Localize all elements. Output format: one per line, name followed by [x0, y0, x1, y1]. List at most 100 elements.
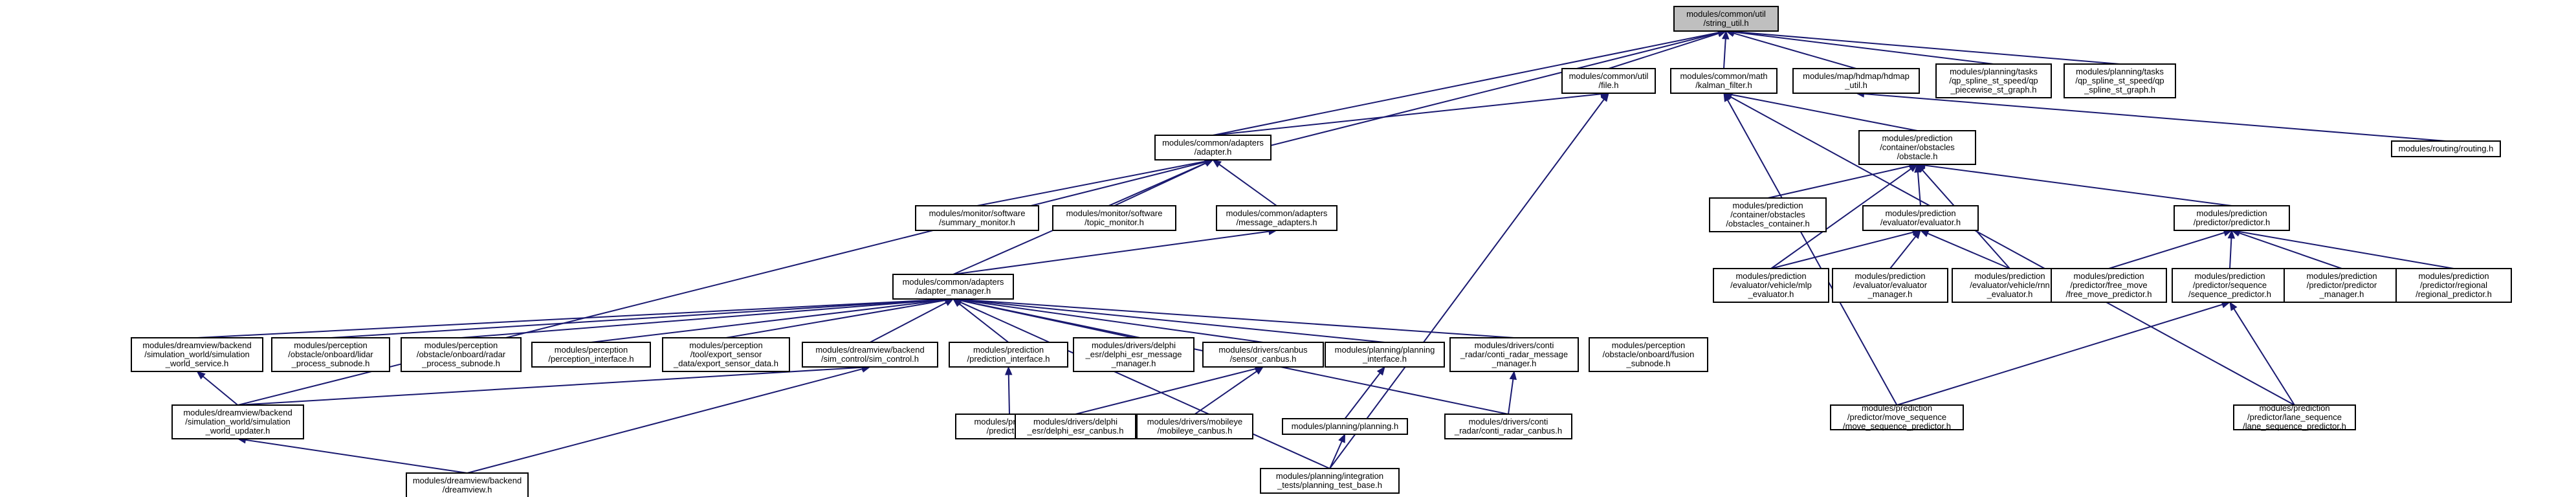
node-qp_piecewise[interactable]: modules/planning/tasks/qp_spline_st_spee… — [1935, 63, 2052, 98]
edges-layer — [196, 28, 2454, 474]
node-evaluator[interactable]: modules/prediction/evaluator/evaluator.h — [1862, 205, 1979, 231]
node-label-line: _world_updater.h — [205, 426, 270, 436]
node-file[interactable]: modules/common/util/file.h — [1561, 68, 1656, 94]
edge-summary_monitor-to-adapter — [976, 160, 1205, 206]
node-label-line: /simulation_world/simulation — [185, 417, 291, 426]
node-topic_monitor[interactable]: modules/monitor/software/topic_monitor.h — [1052, 205, 1176, 231]
edge-adapter_manager-to-message_adapters — [952, 230, 1270, 275]
node-label-line: /obstacle/onboard/fusion — [1603, 349, 1695, 359]
node-adapter[interactable]: modules/common/adapters/adapter.h — [1154, 135, 1271, 160]
node-sim_world_service[interactable]: modules/dreamview/backend/simulation_wor… — [131, 337, 263, 372]
node-delphi_manager[interactable]: modules/drivers/delphi_esr/delphi_esr_me… — [1073, 337, 1194, 372]
node-label-line: modules/prediction — [2196, 208, 2267, 218]
node-routing[interactable]: modules/routing/routing.h — [2391, 140, 2501, 157]
node-free_move[interactable]: modules/prediction/predictor/free_move/f… — [2051, 268, 2167, 303]
arrowhead-sim_world_updater-to-sim_world_service — [196, 371, 206, 380]
node-predictor[interactable]: modules/prediction/predictor/predictor.h — [2174, 205, 2290, 231]
node-label-line: modules/prediction — [1735, 271, 1806, 281]
node-prediction_interface[interactable]: modules/prediction/prediction_interface.… — [949, 342, 1068, 368]
node-mlp_evaluator[interactable]: modules/prediction/evaluator/vehicle/mlp… — [1713, 268, 1829, 303]
node-label-line: /evaluator/evaluator.h — [1880, 217, 1961, 227]
edge-delphi_canbus-to-sensor_canbus — [1075, 368, 1256, 415]
node-label-line: modules/prediction — [2073, 271, 2144, 281]
node-radar_subnode[interactable]: modules/perception/obstacle/onboard/rada… — [401, 337, 522, 372]
node-string_util[interactable]: modules/common/util/string_util.h — [1673, 6, 1779, 32]
node-sequence_predictor[interactable]: modules/prediction/predictor/sequence/se… — [2172, 268, 2288, 303]
node-box — [949, 342, 1068, 368]
node-box — [915, 205, 1039, 231]
node-fusion_subnode[interactable]: modules/perception/obstacle/onboard/fusi… — [1589, 337, 1708, 372]
edge-routing-to-hdmap_util — [1864, 93, 2447, 142]
edge-qp_piecewise-to-string_util — [1734, 31, 1994, 65]
node-sim_world_updater[interactable]: modules/dreamview/backend/simulation_wor… — [171, 404, 304, 439]
node-evaluator_manager[interactable]: modules/prediction/evaluator/evaluator_m… — [1832, 268, 1948, 303]
node-box — [1792, 68, 1920, 94]
node-mobileye_canbus[interactable]: modules/drivers/mobileye/mobileye_canbus… — [1136, 414, 1253, 439]
node-label-line: modules/drivers/canbus — [1218, 345, 1308, 355]
node-perception_interface[interactable]: modules/perception/perception_interface.… — [531, 342, 651, 368]
node-label-line: /dreamview.h — [443, 485, 492, 494]
node-label-line: /container/obstacles — [1730, 210, 1805, 219]
node-kalman[interactable]: modules/common/math/kalman_filter.h — [1670, 68, 1778, 94]
node-predictor_manager[interactable]: modules/prediction/predictor/predictor_m… — [2284, 268, 2400, 303]
node-export_sensor[interactable]: modules/perception/tool/export_sensor_da… — [662, 337, 790, 372]
arrowhead-rnn_evaluator-to-evaluator — [1919, 230, 1930, 237]
node-hdmap_util[interactable]: modules/map/hdmap/hdmap_util.h — [1792, 68, 1920, 94]
node-box — [1052, 205, 1176, 231]
node-label-line: modules/drivers/mobileye — [1147, 417, 1242, 426]
node-planning_h[interactable]: modules/planning/planning.h — [1282, 418, 1408, 435]
node-label-line: modules/drivers/delphi — [1033, 417, 1117, 426]
node-label-line: modules/dreamview/backend — [142, 340, 251, 350]
node-planning_test_base[interactable]: modules/planning/integration_tests/plann… — [1260, 468, 1400, 494]
node-conti_manager[interactable]: modules/drivers/conti_radar/conti_radar_… — [1449, 337, 1579, 372]
edge-obstacles_container-to-obstacle — [1767, 165, 1910, 199]
node-delphi_canbus[interactable]: modules/drivers/delphi_esr/delphi_esr_ca… — [1015, 414, 1136, 439]
edge-sim_control-to-adapter_manager — [870, 302, 947, 343]
node-label-line: /move_sequence_predictor.h — [1843, 421, 1951, 431]
arrowhead-message_adapters-to-adapter — [1212, 159, 1222, 168]
arrowhead-prediction_h-to-prediction_interface — [1005, 366, 1013, 375]
arrowhead-conti_canbus-to-conti_manager — [1509, 370, 1517, 381]
node-box — [401, 337, 522, 372]
node-box — [1260, 468, 1400, 494]
arrowhead-evaluator_manager-to-evaluator — [1912, 229, 1921, 239]
edge-radar_subnode-to-adapter_manager — [461, 298, 946, 338]
edge-planning_test_base-to-adapter_manager — [960, 302, 1330, 469]
node-summary_monitor[interactable]: modules/monitor/software/summary_monitor… — [915, 205, 1039, 231]
node-label-line: /message_adapters.h — [1236, 217, 1317, 227]
node-sensor_canbus[interactable]: modules/drivers/canbus/sensor_canbus.h — [1202, 342, 1324, 368]
node-label-line: _spline_st_graph.h — [2084, 85, 2155, 94]
node-label-line: /predictor/predictor — [2307, 280, 2377, 290]
node-obstacles_container[interactable]: modules/prediction/container/obstacles/o… — [1709, 197, 1827, 232]
node-label-line: modules/common/adapters — [1162, 138, 1264, 148]
node-qp_spline[interactable]: modules/planning/tasks/qp_spline_st_spee… — [2064, 63, 2176, 98]
node-label-line: modules/common/adapters — [903, 277, 1004, 287]
node-label-line: _esr/delphi_esr_canbus.h — [1027, 426, 1124, 436]
edge-move_sequence-to-kalman — [1726, 100, 1898, 406]
node-label-line: modules/perception — [555, 345, 628, 355]
edge-sim_world_updater-to-sim_control — [237, 366, 863, 406]
node-label-line: _manager.h — [1111, 359, 1156, 368]
node-message_adapters[interactable]: modules/common/adapters/message_adapters… — [1216, 205, 1338, 231]
node-planning_interface[interactable]: modules/planning/planning_interface.h — [1325, 342, 1445, 368]
node-label-line: modules/drivers/conti — [1475, 340, 1554, 350]
node-regional[interactable]: modules/prediction/predictor/regional/re… — [2395, 268, 2512, 303]
node-lidar_subnode[interactable]: modules/perception/obstacle/onboard/lida… — [271, 337, 390, 372]
node-obstacle[interactable]: modules/prediction/container/obstacles/o… — [1858, 130, 1976, 165]
node-dreamview[interactable]: modules/dreamview/backend/dreamview.h — [406, 472, 529, 497]
node-label-line: _manager.h — [1867, 289, 1913, 299]
node-rnn_evaluator[interactable]: modules/prediction/evaluator/vehicle/rnn… — [1952, 268, 2068, 303]
node-adapter_manager[interactable]: modules/common/adapters/adapter_manager.… — [892, 274, 1014, 300]
node-move_sequence[interactable]: modules/prediction/predictor/move_sequen… — [1830, 403, 1964, 431]
node-label-line: modules/common/util — [1686, 9, 1766, 19]
node-conti_canbus[interactable]: modules/drivers/conti_radar/conti_radar_… — [1444, 414, 1572, 439]
node-lane_sequence[interactable]: modules/prediction/predictor/lane_sequen… — [2233, 403, 2356, 431]
node-box — [271, 337, 390, 372]
edge-planning_interface-to-adapter_manager — [960, 299, 1385, 343]
arrowhead-kalman-to-string_util — [1722, 30, 1730, 39]
edge-free_move-to-predictor — [2108, 232, 2225, 269]
edge-dreamview-to-sim_control — [467, 368, 863, 474]
node-sim_control[interactable]: modules/dreamview/backend/sim_control/si… — [802, 342, 938, 368]
node-label-line: /perception_interface.h — [548, 354, 633, 364]
node-box — [2064, 63, 2176, 98]
